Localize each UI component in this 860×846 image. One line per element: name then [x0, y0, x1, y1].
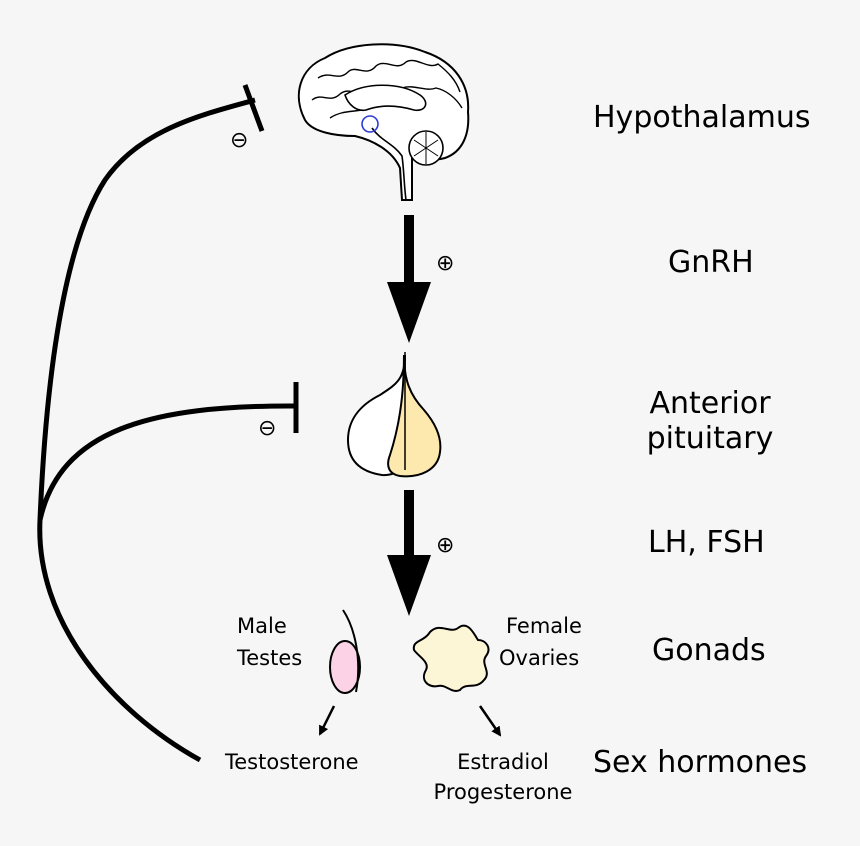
label-gonads: Gonads — [652, 633, 766, 668]
label-anterior: Anterior — [649, 386, 771, 421]
hypothalamus-marker — [361, 115, 379, 133]
label-lh-fsh: LH, FSH — [648, 525, 765, 560]
stimulate-sign-lh-fsh: ⊕ — [436, 533, 455, 558]
arrow-gnrh — [387, 215, 431, 343]
label-testosterone: Testosterone — [225, 750, 359, 774]
label-anterior-pituitary: Anterior pituitary — [640, 386, 780, 456]
inhibit-bar-hypothalamus — [242, 84, 265, 132]
label-female-hormones: Estradiol Progesterone — [424, 750, 582, 804]
inhibit-sign-pituitary: ⊖ — [258, 416, 277, 441]
label-sex-hormones: Sex hormones — [593, 745, 808, 780]
label-pituitary: pituitary — [646, 420, 774, 456]
pituitary-illustration — [346, 352, 442, 478]
brain-illustration — [297, 43, 470, 201]
label-male: Male — [237, 614, 287, 638]
label-progesterone: Progesterone — [433, 780, 573, 805]
testis-illustration — [329, 609, 361, 694]
label-estradiol: Estradiol — [457, 750, 549, 774]
label-hypothalamus: Hypothalamus — [593, 100, 811, 135]
feedback-lines — [37, 97, 298, 763]
ovary-illustration — [412, 624, 490, 692]
label-female: Female — [506, 614, 582, 638]
arrow-testes-testosterone — [318, 705, 336, 736]
label-gnrh: GnRH — [668, 245, 754, 280]
label-testes: Testes — [237, 646, 303, 670]
arrow-lh-fsh — [387, 490, 431, 616]
arrow-ovaries-estradiol — [478, 705, 502, 737]
label-ovaries: Ovaries — [499, 646, 580, 670]
stimulate-sign-gnrh: ⊕ — [436, 251, 455, 276]
inhibit-sign-hypothalamus: ⊖ — [230, 128, 249, 153]
